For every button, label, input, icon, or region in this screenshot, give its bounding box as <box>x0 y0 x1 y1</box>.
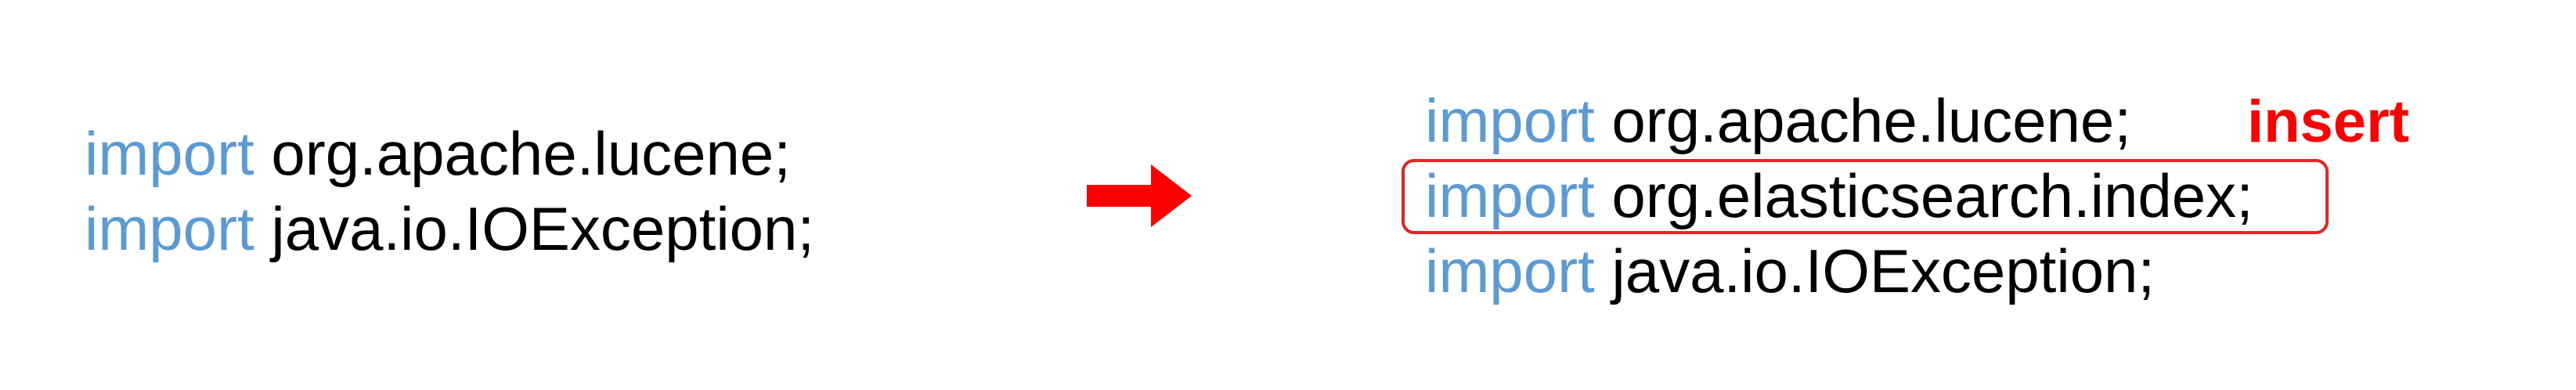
after-code-block: import org.apache.lucene; import org.ela… <box>1425 83 2253 309</box>
right-arrow-icon <box>1087 164 1192 227</box>
import-keyword: import <box>1425 86 1595 155</box>
after-line-1: import org.apache.lucene; <box>1425 83 2253 158</box>
before-line-2: import java.io.IOException; <box>85 191 814 266</box>
after-line-3: import java.io.IOException; <box>1425 233 2253 309</box>
import-keyword: import <box>1425 237 1595 305</box>
import-keyword: import <box>85 119 254 188</box>
before-code-block: import org.apache.lucene; import java.io… <box>85 116 814 266</box>
import-path: org.apache.lucene; <box>1611 86 2131 155</box>
import-path: org.elasticsearch.index; <box>1611 161 2253 230</box>
arrow-shape <box>1087 164 1192 227</box>
import-keyword: import <box>1425 161 1595 230</box>
insert-annotation-label: insert <box>2247 88 2409 155</box>
after-line-2-inserted: import org.elasticsearch.index; <box>1425 158 2253 233</box>
import-keyword: import <box>85 194 254 263</box>
inserted-line-highlight-box <box>1402 159 2329 234</box>
import-path: org.apache.lucene; <box>271 119 791 188</box>
before-line-1: import org.apache.lucene; <box>85 116 814 191</box>
import-path: java.io.IOException; <box>1611 237 2156 305</box>
import-path: java.io.IOException; <box>271 194 815 263</box>
